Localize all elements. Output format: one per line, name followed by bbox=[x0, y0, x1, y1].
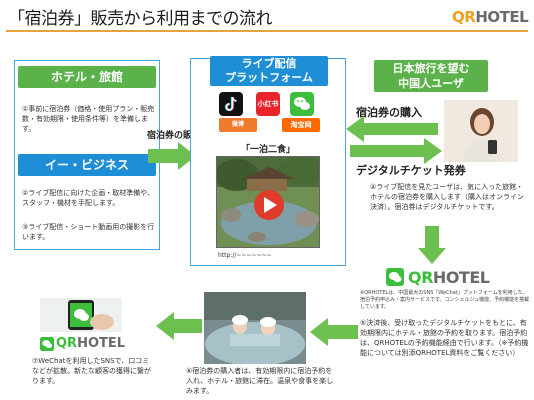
logo-hotel: HOTEL bbox=[432, 268, 490, 287]
step-4-text: ④ライブ配信を見たユーザは、気に入った旅館・ホテルの宿泊券を購入します（購入はオ… bbox=[370, 183, 524, 211]
live-label-line2: プラットフォーム bbox=[225, 71, 313, 84]
phone-wechat-photo bbox=[40, 298, 122, 332]
live-platform-label: ライブ配信 プラットフォーム bbox=[210, 56, 328, 86]
xiaohongshu-icon: 小红书 bbox=[256, 92, 280, 116]
page-title: 「宿泊券」販売から利用までの流れ bbox=[8, 9, 273, 29]
hotel-label: ホテル・旅館 bbox=[18, 66, 156, 88]
qrhotel-logo-large: QRHOTEL bbox=[408, 268, 490, 287]
arrow-right-icon bbox=[350, 138, 442, 164]
taobao-icon: 淘宝网 bbox=[282, 118, 320, 132]
onsen-scene-image bbox=[217, 157, 319, 247]
qrhotel-note: ※QRHOTELは、中国最大のSNS「WeChat」プットフォームを利用した、宿… bbox=[360, 290, 530, 310]
user-label-line1: 日本旅行を望む bbox=[392, 62, 470, 75]
logo-q: QR bbox=[56, 336, 78, 351]
wechat-badge-icon bbox=[40, 336, 54, 355]
ebiz-label: イー・ビジネス bbox=[18, 154, 156, 176]
live-video-preview[interactable] bbox=[216, 156, 320, 248]
user-label-line2: 中国人ユーザ bbox=[398, 77, 464, 90]
step-5-text: ⑤決済後、受け取ったデジタルチケットをもとに、有効期限内にホテル・旅館の予約を取… bbox=[360, 319, 529, 357]
live-label-line1: ライブ配信 bbox=[241, 57, 297, 70]
qrhotel-logo-small: QRHOTEL bbox=[56, 336, 125, 351]
arrow-down-icon bbox=[418, 226, 446, 264]
step-7-text: ⑦WeChatを利用したSNSで、口コミなどが拡散。新たな顧客の獲得に繋がります… bbox=[32, 357, 151, 385]
step-1-text: ①事前に宿泊券（価格・使用プラン・販売数・有効期限・使用条件等）を準備します。 bbox=[22, 105, 155, 133]
arrow-left-icon bbox=[346, 116, 438, 142]
video-url: http://~~~~~~~ bbox=[218, 252, 272, 259]
arrow-right-icon bbox=[148, 142, 196, 170]
step-3-text: ③ライブ配信・ショート動画用の撮影を行います。 bbox=[22, 223, 155, 241]
weibo-icon: 微博 bbox=[219, 118, 257, 132]
onsen-guests-photo bbox=[204, 292, 306, 364]
plan-title: 「一泊二食」 bbox=[240, 145, 295, 155]
qrhotel-logo: QRHOTEL bbox=[452, 8, 529, 26]
logo-q: QR bbox=[452, 8, 476, 26]
logo-hotel: HOTEL bbox=[77, 336, 126, 351]
logo-q: QR bbox=[408, 268, 433, 287]
purchase-label: 宿泊券の購入 bbox=[356, 106, 422, 119]
chinese-user-label: 日本旅行を望む 中国人ユーザ bbox=[374, 60, 488, 92]
play-icon bbox=[264, 197, 277, 213]
step-2-text: ②ライブ配信に向けた企画・取材準備や、スタッフ・機材を手配します。 bbox=[22, 189, 155, 207]
wechat-icon bbox=[290, 92, 314, 116]
sell-label: 宿泊券の販売 bbox=[147, 131, 202, 141]
logo-hotel: HOTEL bbox=[475, 8, 529, 26]
title-underline bbox=[6, 30, 528, 32]
digital-ticket-label: デジタルチケット発券 bbox=[356, 164, 466, 177]
tiktok-icon bbox=[219, 92, 243, 116]
wechat-badge-icon bbox=[386, 268, 404, 290]
step-6-text: ⑥宿泊券の購入者は、有効期限内に宿泊予約を入れ、ホテル・旅館に滞在。温泉や食事を… bbox=[186, 367, 334, 395]
arrow-left-icon bbox=[156, 312, 202, 340]
user-photo bbox=[444, 100, 518, 162]
arrow-left-icon bbox=[310, 318, 358, 346]
